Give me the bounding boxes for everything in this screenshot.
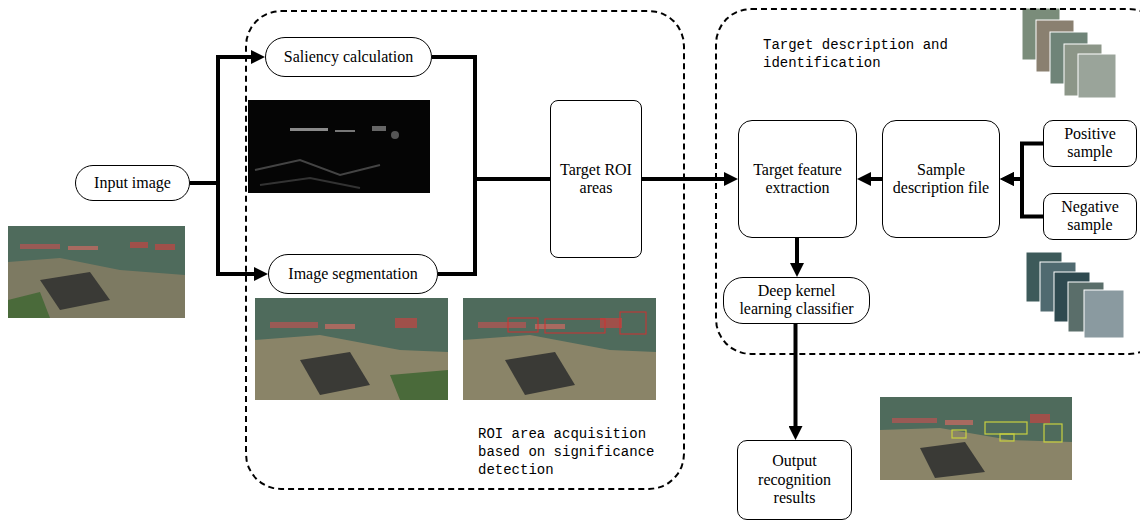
flow-arrow bbox=[432, 57, 550, 179]
process-box: Target feature extraction bbox=[738, 120, 857, 238]
dashed-region: Target feature extraction Sample descript… bbox=[715, 8, 1140, 355]
dashed-region: Saliency calculationImage segmentation Ta… bbox=[245, 10, 685, 490]
box-label: Saliency calculation bbox=[284, 48, 413, 66]
process-box: Negative sample bbox=[1043, 193, 1137, 240]
flow-arrow bbox=[438, 179, 550, 274]
region-label: Target description and identification bbox=[763, 36, 968, 72]
box-label: Negative sample bbox=[1050, 198, 1130, 235]
process-box: Image segmentation bbox=[268, 254, 438, 294]
box-label: Target feature extraction bbox=[745, 161, 850, 198]
positive-sample-stack bbox=[1022, 8, 1116, 98]
process-box: Output recognition results bbox=[737, 440, 852, 520]
process-box: Sample description file bbox=[882, 120, 1000, 238]
process-box: Input image bbox=[75, 165, 190, 201]
flow-arrow bbox=[1008, 143, 1043, 179]
box-label: Image segmentation bbox=[288, 265, 417, 283]
segmentation-image bbox=[255, 298, 448, 400]
flow-arrow bbox=[794, 324, 798, 432]
input-satellite-image bbox=[8, 226, 185, 318]
region-label: ROI area acquisition based on significan… bbox=[478, 425, 668, 480]
box-label: Sample description file bbox=[889, 161, 993, 198]
output-result-image bbox=[880, 397, 1072, 480]
process-box: Deep kernel learning classifier bbox=[723, 277, 870, 324]
process-box: Saliency calculation bbox=[265, 37, 432, 77]
box-label: Positive sample bbox=[1050, 125, 1130, 162]
flow-arrow bbox=[190, 183, 260, 274]
process-box: Positive sample bbox=[1043, 120, 1137, 167]
flow-arrow bbox=[865, 177, 882, 181]
segmentation-result-image bbox=[463, 298, 656, 400]
negative-sample-stack bbox=[1026, 252, 1124, 338]
process-box: Target ROI areas bbox=[550, 100, 642, 258]
flow-arrow bbox=[795, 238, 799, 269]
flow-arrow bbox=[1008, 179, 1043, 216]
box-label: Input image bbox=[94, 174, 171, 192]
box-label: Deep kernel learning classifier bbox=[730, 282, 863, 319]
box-label: Target ROI areas bbox=[557, 161, 635, 198]
saliency-map bbox=[248, 100, 430, 193]
box-label: Output recognition results bbox=[744, 452, 845, 507]
